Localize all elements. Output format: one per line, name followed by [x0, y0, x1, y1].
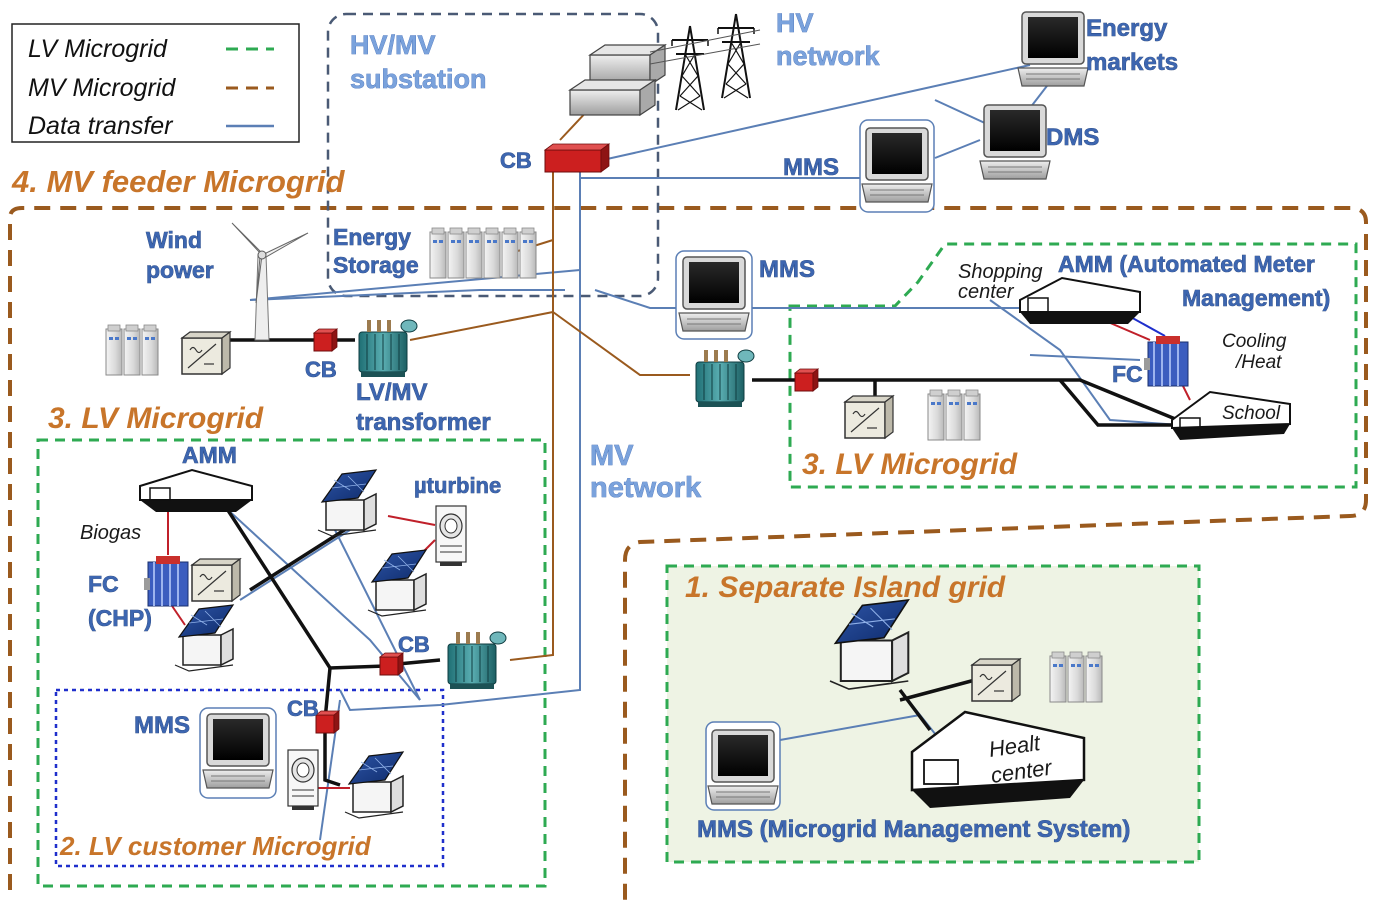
fuel-cell-icon [1143, 335, 1189, 387]
computer-icon [202, 713, 274, 789]
battery-storage-icon [484, 228, 536, 278]
legend-data-label: Data transfer [28, 112, 174, 140]
shopping-center-label-line1: Shopping [958, 261, 1043, 283]
hv-network-label-line1: HV [776, 8, 814, 38]
data-transfer-lines [214, 64, 1181, 841]
inverter-icon [191, 558, 241, 602]
lv-customer-boundary [54, 688, 445, 868]
substation-label-line1: HV/MV [350, 30, 436, 60]
cb-substation-label: CB [500, 148, 532, 173]
battery-storage-icon [106, 325, 158, 375]
mv-feeder-boundary [8, 206, 1368, 900]
shopping-center-label-line2: center [958, 281, 1015, 303]
amm-left-label: AMM [182, 442, 237, 468]
cb-substation-icon [543, 143, 611, 173]
fc-right-label: FC [1112, 361, 1143, 387]
cooling-heat-label-line1: Cooling [1222, 331, 1287, 352]
transformer-icon [358, 319, 418, 378]
mv-network-label-line1: MV [590, 440, 634, 472]
building-icon [910, 710, 1086, 808]
mv-network-label-line2: network [590, 472, 702, 504]
transformer-icon [695, 349, 755, 408]
biogas-label: Biogas [80, 522, 141, 544]
circuit-breaker-icon [313, 328, 338, 352]
lv-lines [218, 338, 1191, 787]
inverter-icon [181, 331, 231, 375]
island-grid-boundary [665, 564, 1201, 864]
wind-turbine-icon [231, 222, 309, 341]
energy-storage-label-line2: Storage [333, 252, 419, 278]
circuit-breaker-icon [315, 710, 340, 734]
microturbine-icon [287, 749, 319, 811]
energy-markets-label-line2: markets [1086, 49, 1178, 76]
computer-icon [1017, 11, 1089, 87]
computer-icon [979, 104, 1051, 180]
solar-house-icon [344, 751, 404, 819]
building-icon [1171, 390, 1291, 440]
computer-icon [678, 256, 750, 332]
building-icon [139, 468, 253, 512]
fc-chp-label-line2: (CHP) [88, 605, 152, 631]
inverter-icon [844, 395, 894, 439]
mms-mid-label: MMS [759, 256, 815, 283]
substation-icon [568, 43, 667, 117]
fuel-cell-icon [143, 555, 189, 607]
power-pylon-icon [717, 13, 755, 99]
fc-chp-label-line1: FC [88, 571, 119, 597]
battery-storage-icon [430, 228, 482, 278]
legend-lv-label: LV Microgrid [28, 35, 168, 63]
transformer-icon [447, 631, 507, 690]
circuit-breaker-icon [794, 368, 819, 392]
microturbine-icon [435, 505, 467, 567]
lv-microgrid-left-title: 3. LV Microgrid [48, 402, 264, 435]
lv-microgrid-right-boundary [788, 242, 1358, 489]
hv-network-label-line2: network [776, 41, 881, 71]
substation-label-line2: substation [350, 64, 487, 94]
mms-top-label: MMS [783, 154, 839, 181]
cb-wind-label: CB [305, 357, 337, 382]
amm-right-label-line1: AMM (Automated Meter [1058, 251, 1315, 277]
cooling-heat-label-line2: /Heat [1234, 352, 1282, 373]
wind-power-label-line2: power [146, 257, 214, 283]
solar-house-icon [317, 469, 377, 537]
energy-storage-label-line1: Energy [333, 224, 411, 250]
energy-markets-label-line1: Energy [1086, 15, 1168, 42]
lv-mv-transformer-label-line2: transformer [356, 409, 491, 436]
cb-customer-label: CB [287, 696, 319, 721]
solar-house-icon [367, 549, 427, 617]
cb-left-label: CB [398, 632, 430, 657]
inverter-icon [971, 658, 1021, 702]
lv-microgrid-left-boundary [36, 438, 547, 888]
wind-power-label-line1: Wind [146, 227, 202, 253]
mv-feeder-title: 4. MV feeder Microgrid [11, 164, 346, 199]
mms-left-label: MMS [134, 712, 190, 739]
dms-label: DMS [1046, 124, 1099, 151]
legend: LV Microgrid MV Microgrid Data transfer [11, 23, 300, 143]
lv-microgrid-right-title: 3. LV Microgrid [802, 448, 1018, 481]
computer-icon [707, 729, 779, 805]
substation-boundary [326, 12, 660, 298]
computer-icon [861, 127, 933, 203]
lv-customer-title: 2. LV customer Microgrid [59, 831, 372, 861]
mms-island-label: MMS (Microgrid Management System) [697, 816, 1130, 843]
school-label: School [1222, 403, 1281, 424]
battery-storage-icon [1050, 652, 1102, 702]
building-icon [1019, 276, 1141, 324]
battery-storage-icon [928, 390, 980, 440]
power-pylon-icon [671, 25, 709, 111]
legend-mv-label: MV Microgrid [28, 74, 176, 102]
island-grid-title: 1. Separate Island grid [685, 571, 1006, 604]
uturbine-label: µturbine [414, 473, 501, 498]
amm-right-label-line2: Management) [1182, 285, 1330, 311]
lv-mv-transformer-label-line1: LV/MV [356, 379, 428, 406]
solar-house-icon [174, 604, 234, 672]
